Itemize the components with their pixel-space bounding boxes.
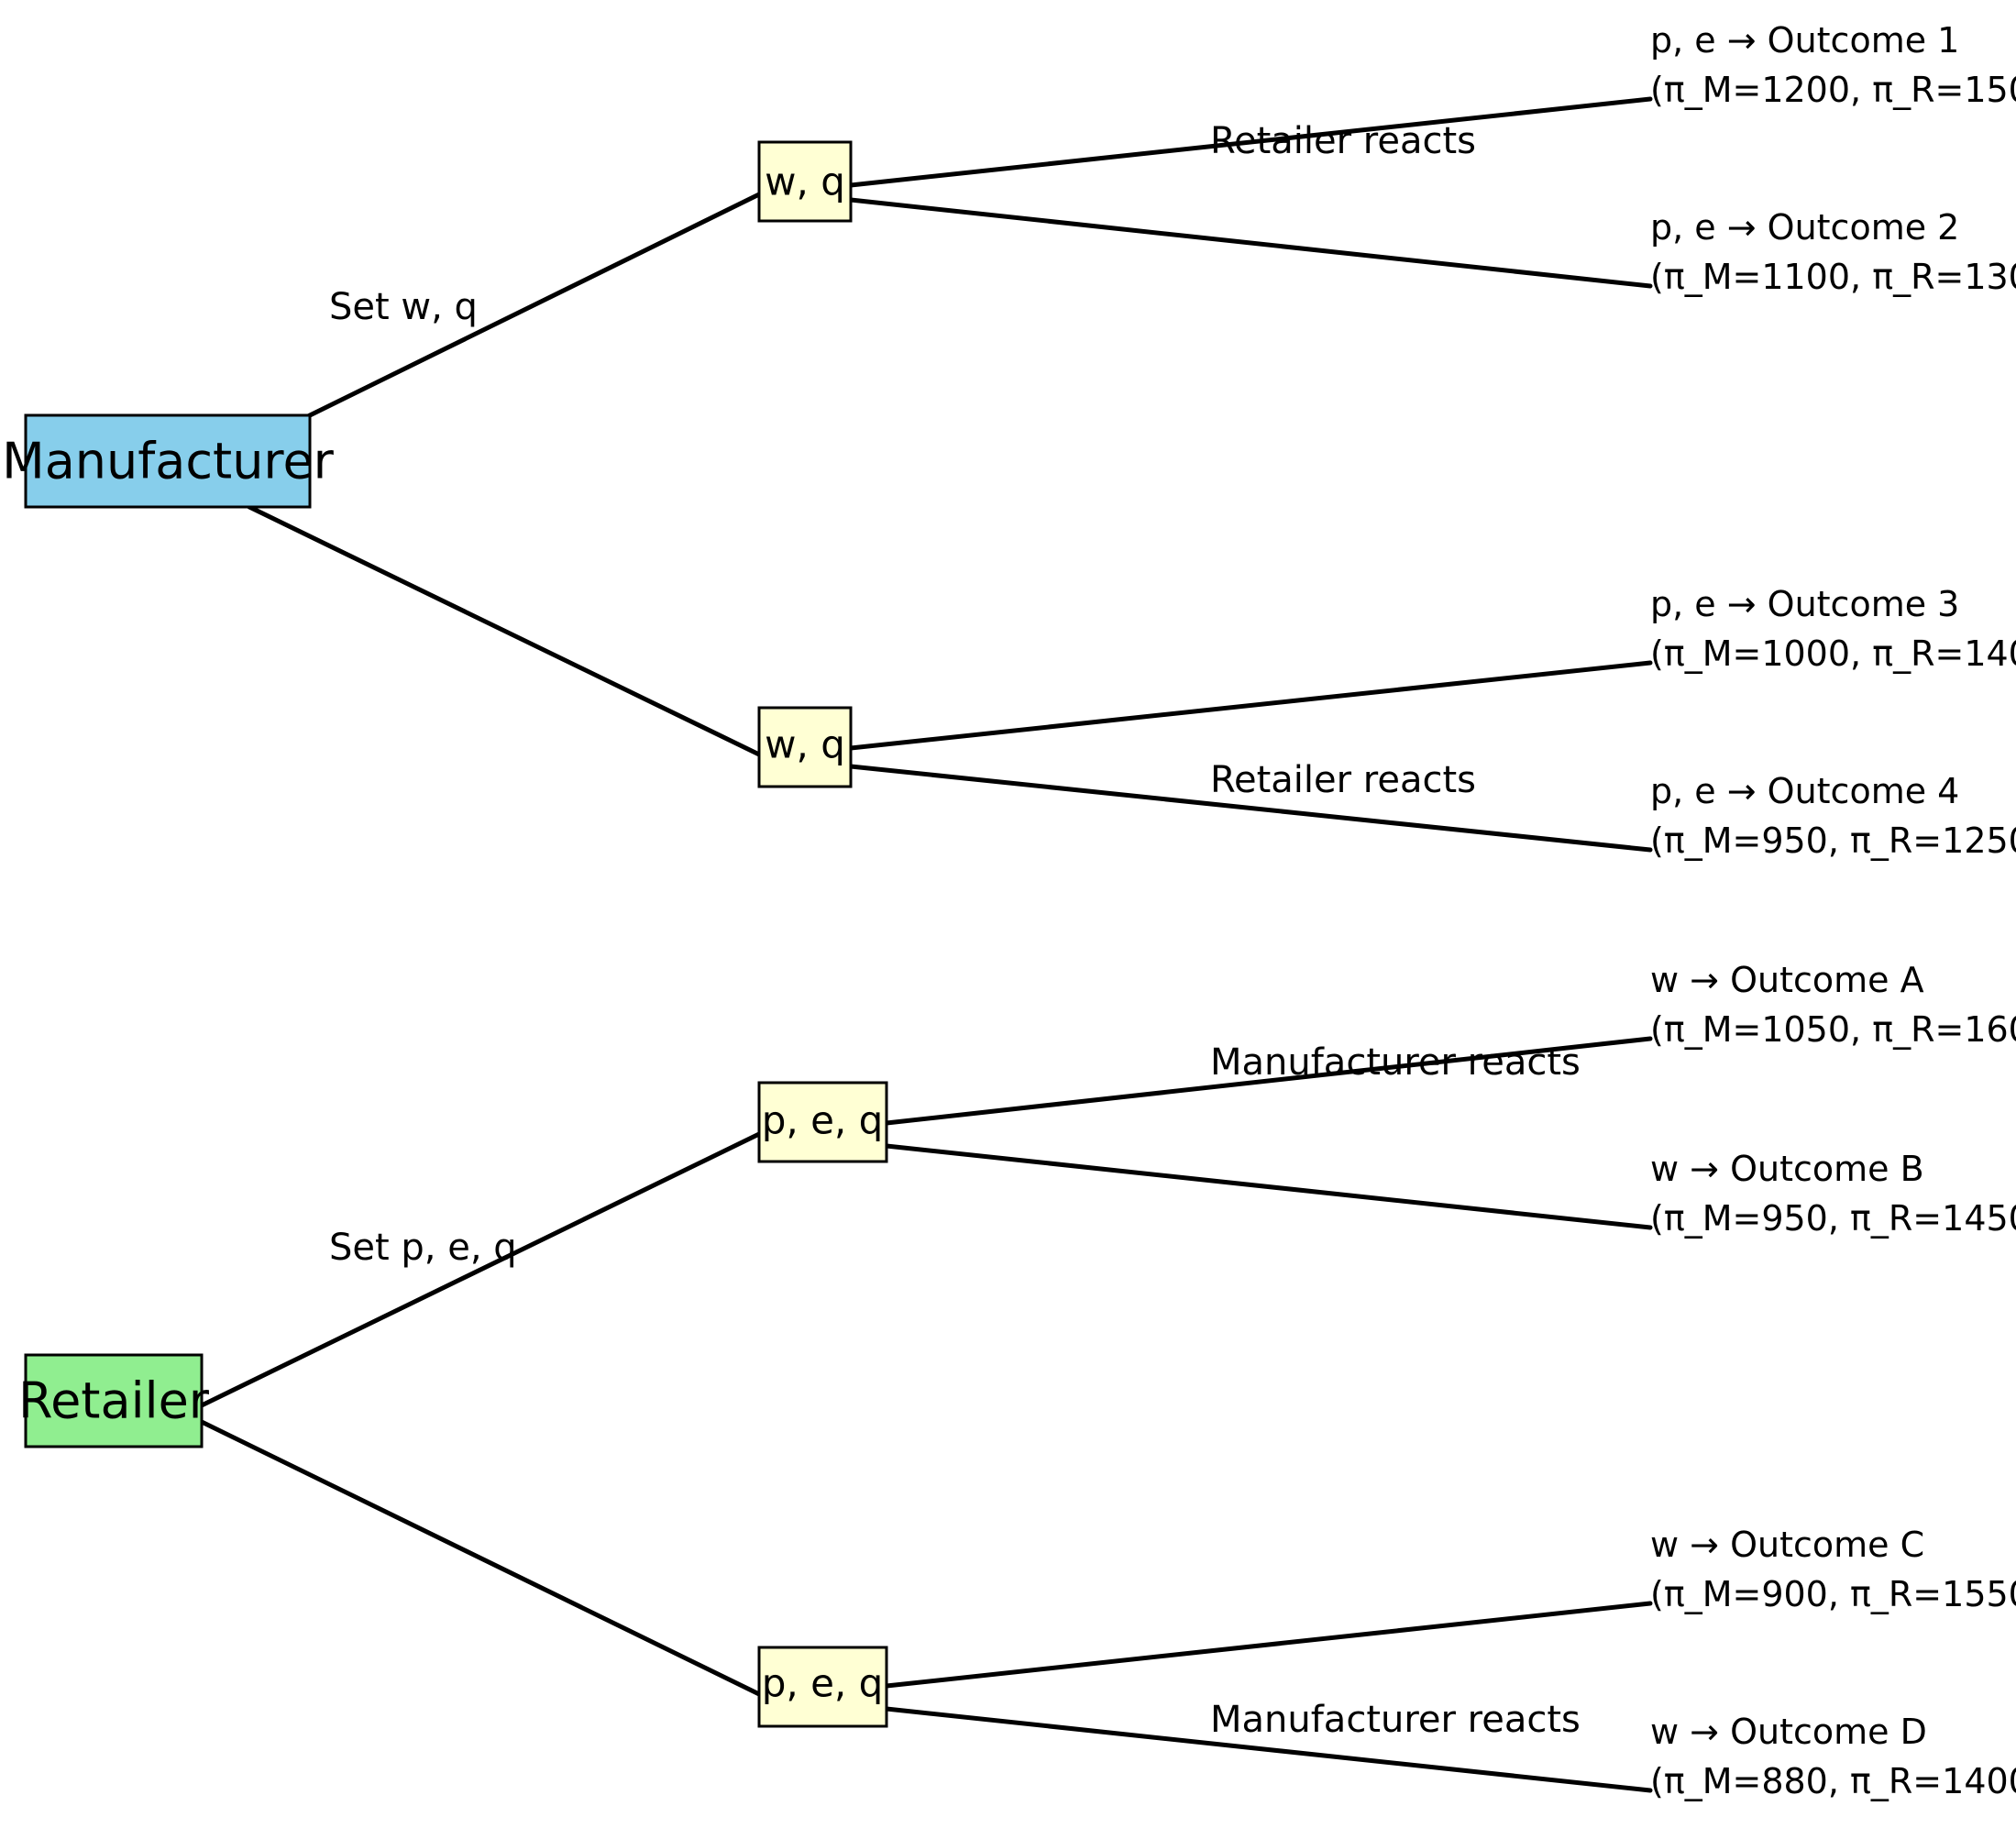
edge-root-to-branch-b xyxy=(199,1419,762,1697)
leaf-outcome-d-payoffs: (π_M=880, π_R=1400) xyxy=(1650,1761,2016,1801)
reaction-label-retailer-1: Retailer reacts xyxy=(1210,120,1476,162)
edge-branch-b-to-leaf-c xyxy=(884,1601,1653,1689)
leaf-outcome-a: w → Outcome A (π_M=1050, π_R=1600) xyxy=(1650,960,2016,1050)
edge-branch-2-to-leaf-4 xyxy=(848,764,1653,853)
leaf-outcome-2: p, e → Outcome 2 (π_M=1100, π_R=1300) xyxy=(1650,207,2016,297)
reaction-label-manufacturer-2: Manufacturer reacts xyxy=(1210,1699,1581,1741)
decision-node-w-q-2 xyxy=(757,706,853,788)
leaf-outcome-4-payoffs: (π_M=950, π_R=1250) xyxy=(1650,820,2016,861)
decision-node-w-q-1-label: w, q xyxy=(765,160,845,204)
manufacturer-tree: Manufacturer Set w, q w, q w, q Retailer… xyxy=(2,20,2016,861)
leaf-outcome-1-payoffs: (π_M=1200, π_R=1500) xyxy=(1650,70,2016,110)
leaf-outcome-2-payoffs: (π_M=1100, π_R=1300) xyxy=(1650,257,2016,297)
leaf-outcome-d-action: w → Outcome D xyxy=(1650,1712,1927,1752)
leaf-outcome-c-action: w → Outcome C xyxy=(1650,1525,1924,1565)
retailer-node-label: Retailer xyxy=(18,1372,210,1430)
leaf-outcome-b-payoffs: (π_M=950, π_R=1450) xyxy=(1650,1198,2016,1239)
leaf-outcome-1-action: p, e → Outcome 1 xyxy=(1650,20,1959,61)
decision-node-p-e-q-2-label: p, e, q xyxy=(762,1661,884,1706)
edge-branch-1-to-leaf-2 xyxy=(848,197,1653,289)
retailer-tree: Retailer Set p, e, q p, e, q p, e, q Man… xyxy=(18,960,2016,1801)
action-label-set-w-q: Set w, q xyxy=(329,286,478,328)
leaf-outcome-4-action: p, e → Outcome 4 xyxy=(1650,771,1959,811)
reaction-label-retailer-2: Retailer reacts xyxy=(1210,759,1476,801)
leaf-outcome-3-action: p, e → Outcome 3 xyxy=(1650,584,1959,624)
decision-node-w-q-2-label: w, q xyxy=(765,722,845,767)
manufacturer-node-label: Manufacturer xyxy=(2,433,335,490)
leaf-outcome-3-payoffs: (π_M=1000, π_R=1400) xyxy=(1650,633,2016,674)
leaf-outcome-2-action: p, e → Outcome 2 xyxy=(1650,207,1959,248)
leaf-outcome-c: w → Outcome C (π_M=900, π_R=1550) xyxy=(1650,1525,2016,1614)
leaf-outcome-4: p, e → Outcome 4 (π_M=950, π_R=1250) xyxy=(1650,771,2016,861)
reaction-label-manufacturer-1: Manufacturer reacts xyxy=(1210,1041,1581,1084)
leaf-outcome-1: p, e → Outcome 1 (π_M=1200, π_R=1500) xyxy=(1650,20,2016,110)
leaf-outcome-a-action: w → Outcome A xyxy=(1650,960,1924,1000)
edge-branch-a-to-leaf-b xyxy=(884,1143,1653,1230)
edge-root-to-branch-1 xyxy=(305,192,762,419)
leaf-outcome-d: w → Outcome D (π_M=880, π_R=1400) xyxy=(1650,1712,2016,1801)
decision-node-w-q-1 xyxy=(757,140,853,223)
decision-node-p-e-q-1-label: p, e, q xyxy=(762,1098,884,1143)
edge-branch-2-to-leaf-3 xyxy=(848,660,1653,751)
retailer-node xyxy=(24,1353,204,1448)
leaf-outcome-b: w → Outcome B (π_M=950, π_R=1450) xyxy=(1650,1149,2016,1239)
leaf-outcome-a-payoffs: (π_M=1050, π_R=1600) xyxy=(1650,1009,2016,1050)
edge-branch-1-to-leaf-1 xyxy=(848,96,1653,188)
edge-branch-b-to-leaf-d xyxy=(884,1706,1653,1793)
edge-root-to-branch-a xyxy=(199,1131,762,1408)
manufacturer-node xyxy=(24,413,312,509)
edge-branch-a-to-leaf-a xyxy=(884,1036,1653,1126)
leaf-outcome-b-action: w → Outcome B xyxy=(1650,1149,1924,1189)
leaf-outcome-c-payoffs: (π_M=900, π_R=1550) xyxy=(1650,1574,2016,1614)
leaf-outcome-3: p, e → Outcome 3 (π_M=1000, π_R=1400) xyxy=(1650,584,2016,674)
edge-root-to-branch-2 xyxy=(247,504,762,757)
decision-node-p-e-q-1 xyxy=(757,1081,888,1163)
action-label-set-p-e-q: Set p, e, q xyxy=(329,1227,517,1269)
decision-node-p-e-q-2 xyxy=(757,1646,888,1728)
